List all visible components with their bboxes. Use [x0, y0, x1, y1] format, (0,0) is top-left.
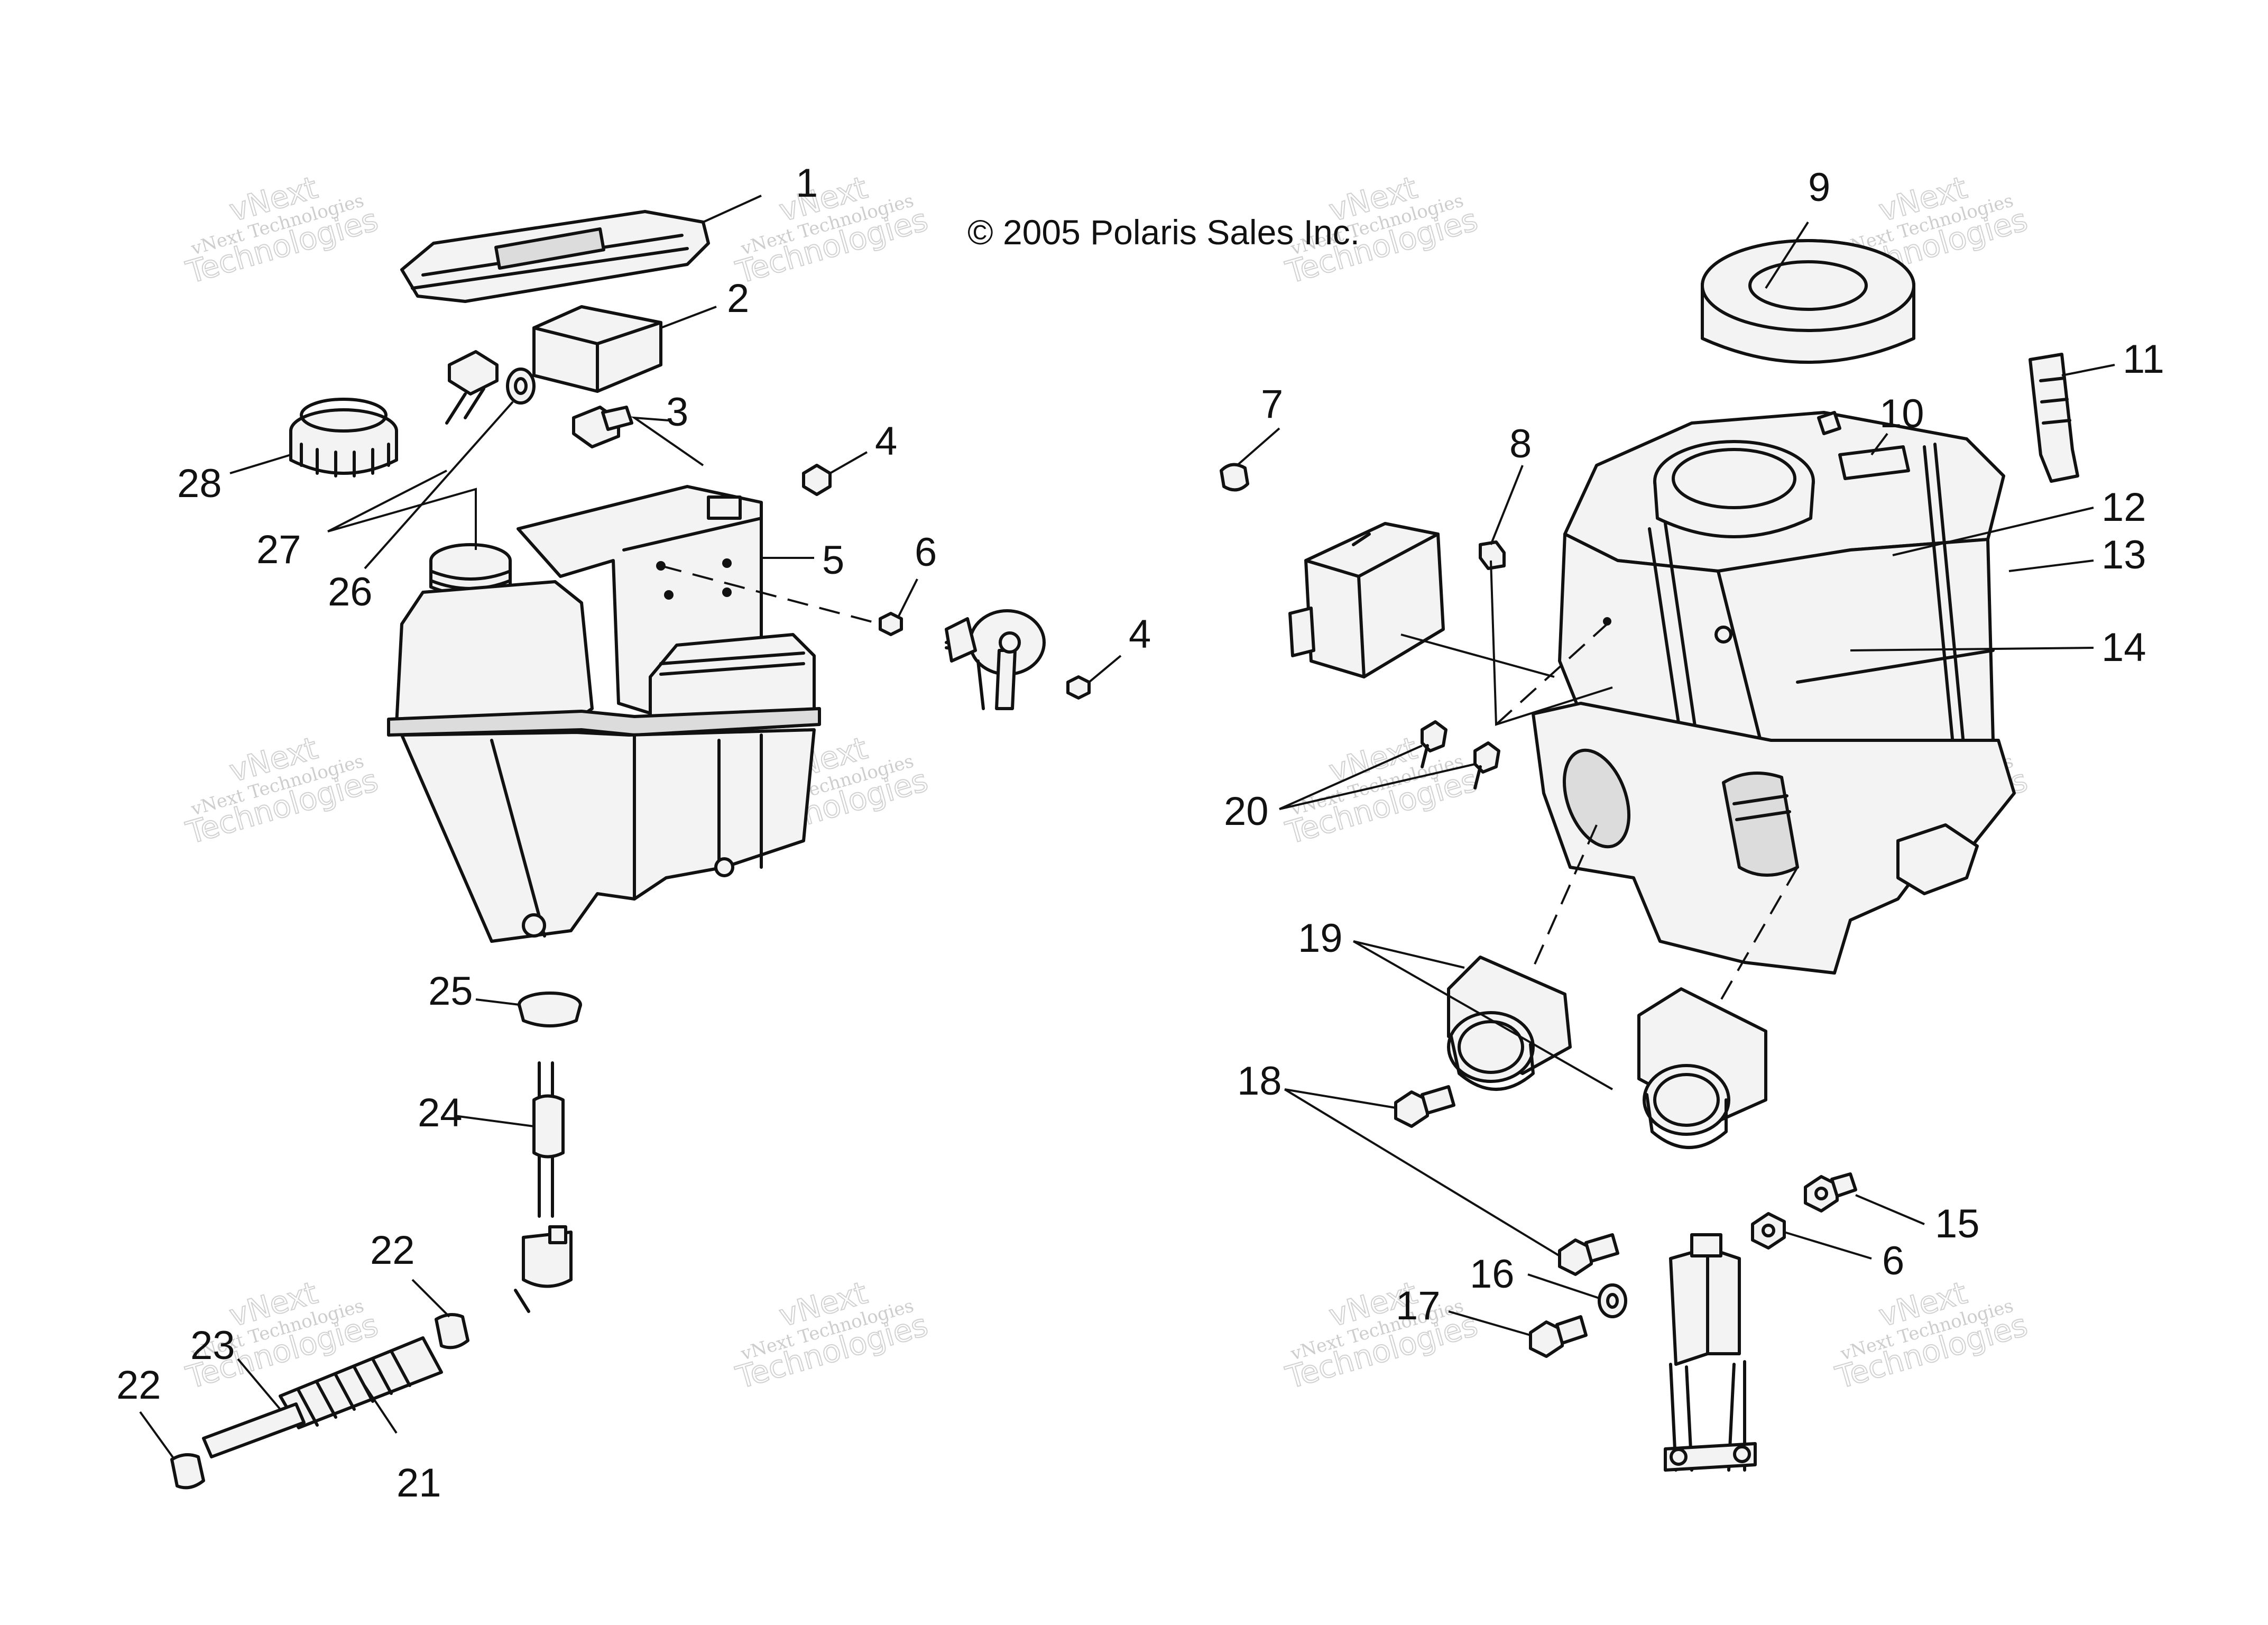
part-19-intake-boot-right[interactable] [1637, 987, 1767, 1149]
watermark: vNext vNext Technologies Technologies [1281, 1274, 1482, 1396]
watermark: vNext vNext Technologies Technologies [1831, 1274, 2032, 1396]
part-20-fitting-a[interactable] [1421, 720, 1448, 768]
part-7-pin[interactable] [1220, 463, 1249, 492]
callout-4-upper: 4 [875, 419, 897, 464]
part-4-nut-lower[interactable] [1066, 675, 1091, 700]
callout-14: 14 [2101, 625, 2146, 670]
callout-28: 28 [177, 461, 222, 506]
part-23-hose[interactable] [202, 1402, 306, 1458]
part-22-sleeve-lower[interactable] [170, 1453, 205, 1490]
part-20-fitting-b[interactable] [1473, 741, 1500, 789]
watermark: vNext vNext Technologies Technologies [181, 169, 382, 291]
part-6-nut-left[interactable] [879, 612, 903, 636]
callout-22-lower: 22 [116, 1363, 161, 1408]
callout-17: 17 [1396, 1283, 1441, 1328]
callout-23: 23 [190, 1323, 235, 1368]
callout-5: 5 [822, 538, 844, 583]
part-18-bolt-lower[interactable] [1558, 1233, 1619, 1276]
part-3-bolt[interactable] [572, 406, 633, 448]
part-2-pad[interactable] [532, 305, 662, 393]
callout-1: 1 [796, 161, 818, 206]
callout-25: 25 [428, 969, 473, 1014]
callout-18: 18 [1237, 1059, 1282, 1104]
callout-13: 13 [2101, 533, 2146, 577]
part-22-sleeve-upper[interactable] [435, 1313, 469, 1349]
watermark: vNext vNext Technologies Technologies [731, 1274, 932, 1396]
part-16-washer[interactable] [1598, 1283, 1627, 1318]
part-18-bolt-upper[interactable] [1394, 1085, 1455, 1128]
part-27-bolt[interactable] [445, 350, 499, 425]
watermark: vNext vNext Technologies Technologies [1281, 729, 1482, 851]
part-8-spacer[interactable] [1479, 540, 1506, 570]
part-26-washer[interactable] [506, 368, 536, 405]
callout-7: 7 [1261, 382, 1283, 427]
callout-19: 19 [1298, 916, 1343, 961]
part-19-intake-boot-left[interactable] [1447, 956, 1572, 1091]
callout-16: 16 [1470, 1252, 1515, 1297]
callout-6-right: 6 [1882, 1238, 1904, 1283]
callout-12: 12 [2101, 485, 2146, 530]
callout-26: 26 [328, 570, 373, 614]
callout-6-left: 6 [915, 530, 937, 575]
part-12-airbox[interactable] [1532, 411, 2016, 975]
callout-9: 9 [1808, 165, 1830, 210]
callout-20: 20 [1224, 789, 1269, 834]
oil-level-sender[interactable] [945, 609, 1046, 710]
part-6-nut-right[interactable] [1751, 1212, 1786, 1250]
callout-labels: 1 2 3 4 4 5 6 6 7 8 9 10 11 12 13 14 15 … [116, 161, 2164, 1505]
part-15-bolt[interactable] [1804, 1172, 1857, 1213]
leader-lines [139, 195, 2115, 1461]
callout-2: 2 [727, 276, 749, 321]
callout-11: 11 [2123, 337, 2164, 382]
copyright-notice: © 2005 Polaris Sales Inc. [967, 213, 1360, 252]
watermark: vNext vNext Technologies Technologies [731, 169, 932, 291]
callout-24: 24 [418, 1090, 463, 1135]
sensor-bracket-assembly[interactable] [1664, 1233, 1757, 1472]
callout-21: 21 [397, 1461, 441, 1505]
callout-22-upper: 22 [370, 1228, 415, 1273]
callout-4-lower: 4 [1129, 612, 1151, 657]
callout-15: 15 [1935, 1201, 1980, 1246]
callout-8: 8 [1509, 421, 1532, 466]
watermark: vNext vNext Technologies Technologies [181, 729, 382, 851]
part-24-oil-pickup[interactable] [514, 1061, 573, 1313]
callout-10: 10 [1879, 391, 1924, 436]
part-9-foam-ring[interactable] [1701, 239, 1915, 364]
part-1-cover[interactable] [400, 210, 710, 303]
callout-27: 27 [256, 527, 301, 572]
part-25-plug[interactable] [518, 991, 582, 1027]
part-28-filler-cap[interactable] [289, 398, 398, 478]
part-5-oil-tank[interactable] [387, 485, 821, 943]
cdi-module[interactable] [1288, 522, 1445, 678]
part-17-bolt[interactable] [1529, 1315, 1588, 1358]
part-11-clip[interactable] [2029, 353, 2079, 483]
callout-3: 3 [666, 390, 688, 435]
part-4-nut-upper[interactable] [802, 464, 832, 496]
